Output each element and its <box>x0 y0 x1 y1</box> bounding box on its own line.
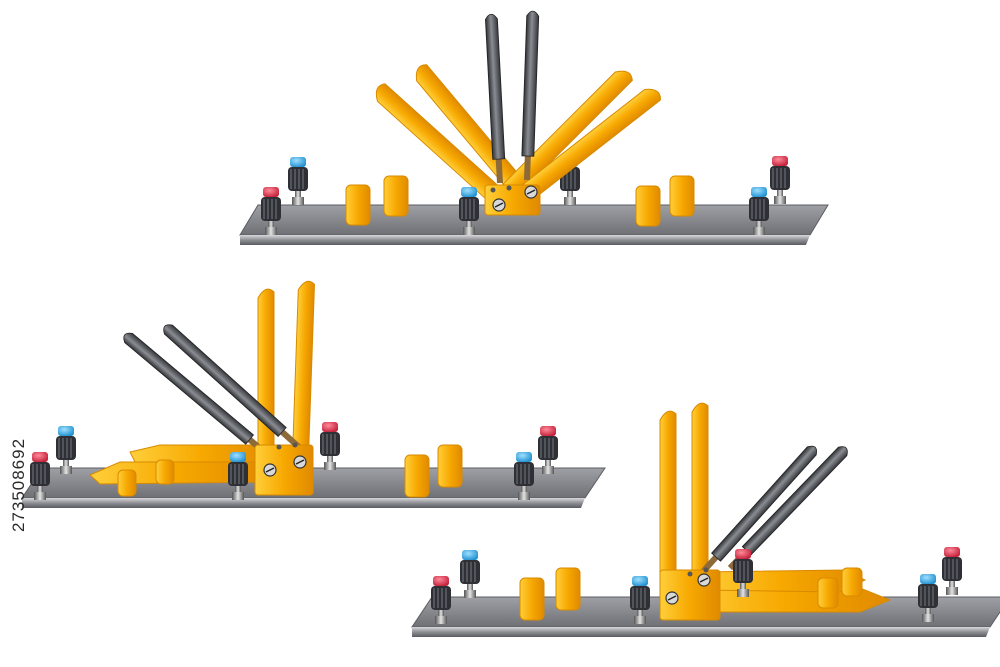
red-cap <box>263 187 279 197</box>
closed-blade <box>129 444 276 463</box>
blade-body <box>691 402 709 593</box>
rivet <box>506 185 512 191</box>
base-plate-edge <box>240 235 810 245</box>
blade-body <box>497 70 633 203</box>
handle-grip <box>741 446 848 556</box>
handle-grip <box>485 13 506 160</box>
terminal-foot <box>542 466 554 474</box>
blue-cap <box>461 187 477 197</box>
switch-blade <box>691 402 709 593</box>
rivet <box>687 571 693 577</box>
terminal-foot <box>232 492 244 500</box>
handle-grip <box>711 445 817 562</box>
blue-cap <box>632 576 648 586</box>
base-plate-edge <box>22 498 585 508</box>
blue-cap <box>58 426 74 436</box>
terminal-foot <box>324 462 336 470</box>
switch-left <box>21 280 606 508</box>
contact-jaw <box>841 567 863 597</box>
terminal-foot <box>435 616 447 624</box>
handle <box>697 445 817 578</box>
red-cap <box>322 422 338 432</box>
handle <box>521 10 540 181</box>
handle-ferrule <box>495 156 503 184</box>
contact-jaw <box>555 567 581 611</box>
switch-blade <box>257 288 275 479</box>
switch-blade <box>291 280 315 471</box>
terminal-foot <box>60 466 72 474</box>
terminal-foot <box>265 227 277 235</box>
red-cap <box>32 452 48 462</box>
contact-jaw <box>635 185 661 227</box>
blade-body <box>659 410 677 601</box>
red-cap <box>735 549 751 559</box>
handle-grip <box>123 332 255 445</box>
blue-cap <box>462 550 478 560</box>
switch-blade <box>521 88 661 200</box>
switch-top <box>239 10 829 245</box>
closed-blade <box>699 569 867 593</box>
rivet <box>292 442 298 448</box>
screw-slot <box>265 467 275 473</box>
terminal-foot <box>464 590 476 598</box>
blue-cap <box>290 157 306 167</box>
terminal-foot <box>518 492 530 500</box>
switch-blade <box>659 410 677 601</box>
red-cap <box>944 547 960 557</box>
blue-cap <box>920 574 936 584</box>
blue-cap <box>751 187 767 197</box>
screw-slot <box>494 202 504 208</box>
switch-blade <box>497 70 633 203</box>
contact-jaw <box>155 459 175 485</box>
contact-jaw <box>404 454 430 498</box>
terminal-foot <box>946 587 958 595</box>
blue-cap <box>516 452 532 462</box>
stock-id-text: 273508692 <box>9 437 28 533</box>
blade-body <box>291 280 315 471</box>
contact-jaw <box>345 184 371 226</box>
switch-blade <box>375 83 502 203</box>
red-cap <box>433 576 449 586</box>
stock-id-label: 273508692 <box>6 430 32 540</box>
rivet <box>276 444 282 450</box>
screw-slot <box>526 189 536 195</box>
terminal-foot <box>774 196 786 204</box>
base-plate-edge <box>412 627 990 637</box>
handle-grip <box>163 324 287 437</box>
terminal-foot <box>463 227 475 235</box>
contact-jaw <box>519 577 545 621</box>
contact-jaw <box>383 175 409 217</box>
handle <box>485 13 506 184</box>
blue-cap <box>230 452 246 462</box>
red-cap <box>772 156 788 166</box>
terminal-foot <box>564 197 576 205</box>
red-cap <box>540 426 556 436</box>
screw-slot <box>667 595 677 601</box>
contact-jaw <box>817 577 839 609</box>
switch-right <box>411 402 1000 637</box>
rivet <box>703 567 709 573</box>
terminal-foot <box>737 589 749 597</box>
blade-body <box>375 83 502 203</box>
terminal-foot <box>922 614 934 622</box>
terminal-foot <box>292 197 304 205</box>
terminal-foot <box>753 227 765 235</box>
handle-ferrule <box>524 153 531 181</box>
blade-body <box>257 288 275 479</box>
blade-body <box>521 88 661 200</box>
screw-slot <box>295 459 305 465</box>
handle-grip <box>521 10 540 157</box>
rivet <box>490 187 496 193</box>
contact-jaw <box>437 444 463 488</box>
terminal-foot <box>634 616 646 624</box>
screw-slot <box>699 577 709 583</box>
contact-jaw <box>669 175 695 217</box>
contact-jaw <box>117 469 137 497</box>
terminal-foot <box>34 492 46 500</box>
